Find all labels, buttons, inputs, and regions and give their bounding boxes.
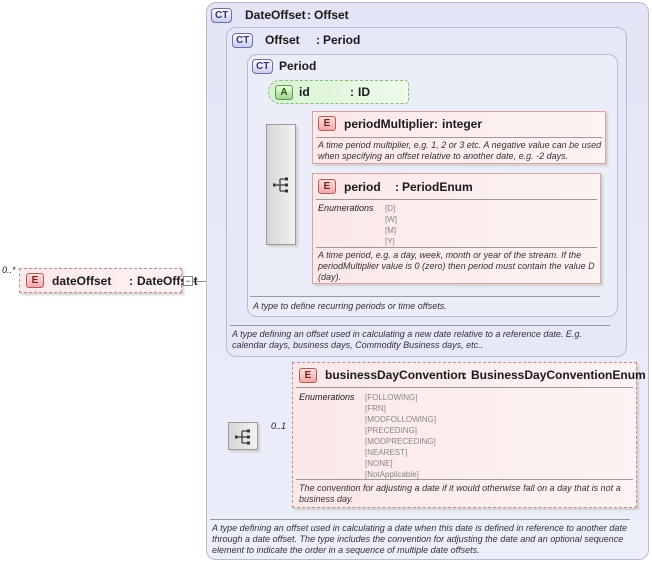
period-multiplier-name: periodMultiplier xyxy=(344,117,434,131)
offset-doc-separator xyxy=(230,325,610,326)
element-badge: E xyxy=(318,179,336,194)
dateoffset-type-name: DateOffset xyxy=(245,8,306,22)
bdc-cardinality: 0..1 xyxy=(271,421,287,431)
period-type-name: Period xyxy=(279,59,317,73)
enum-value: [FOLLOWING] xyxy=(365,393,418,402)
dateoffset-doc-separator xyxy=(210,519,630,520)
period-type: PeriodEnum xyxy=(402,180,473,194)
offset-doc: A type defining an offset used in calcul… xyxy=(232,329,582,350)
period-multiplier-separator: : xyxy=(434,117,438,131)
period-enum-list: [D] [W] [M] [Y] xyxy=(385,203,397,247)
root-element-dateoffset[interactable]: E dateOffset : DateOffset xyxy=(19,268,198,293)
ct-badge-icon: CT xyxy=(211,8,233,23)
bdc-separator: : xyxy=(463,368,467,382)
bdc-name: businessDayConvention xyxy=(325,368,466,382)
enum-value: [FRN] xyxy=(365,404,386,413)
enum-value: [M] xyxy=(385,226,397,235)
period-header-separator xyxy=(316,199,597,200)
offset-type-base: Period xyxy=(323,33,361,47)
element-badge: E xyxy=(26,273,44,288)
attribute-id-type: ID xyxy=(358,85,370,99)
element-period[interactable]: E period : PeriodEnum Enumerations [D] [… xyxy=(312,173,601,284)
period-doc-text: A time period, e.g. a day, week, month o… xyxy=(318,250,595,282)
period-name: period xyxy=(344,180,381,194)
attribute-id-separator: : xyxy=(350,85,354,99)
enum-value: [MODFOLLOWING] xyxy=(365,415,437,424)
sequence-compositor[interactable] xyxy=(266,124,296,245)
element-badge: E xyxy=(318,116,336,131)
attribute-id-name: id xyxy=(299,85,310,99)
bdc-doc: The convention for adjusting a date if i… xyxy=(299,483,621,504)
sequence-icon xyxy=(273,177,288,193)
enum-value: [Y] xyxy=(385,237,395,246)
collapse-toggle[interactable]: − xyxy=(183,276,193,286)
period-doc: A type to define recurring periods or ti… xyxy=(253,301,447,311)
period-doc-separator-line xyxy=(316,247,597,248)
element-badge: E xyxy=(299,368,317,383)
dateoffset-type-base: Offset xyxy=(314,8,349,22)
bdc-type: BusinessDayConventionEnum xyxy=(471,368,646,382)
sequence-compositor[interactable] xyxy=(228,422,258,450)
bdc-enum-list: [FOLLOWING] [FRN] [MODFOLLOWING] [PRECED… xyxy=(365,392,436,480)
sequence-icon xyxy=(235,429,250,445)
root-element-name: dateOffset xyxy=(52,274,112,288)
root-element-separator: : xyxy=(129,274,133,288)
root-cardinality: 0..* xyxy=(2,265,16,275)
enum-value: [NotApplicable] xyxy=(365,470,419,479)
offset-type-name: Offset xyxy=(265,33,300,47)
period-doc-separator xyxy=(250,296,600,297)
enum-value: [MODPRECEDING] xyxy=(365,437,436,446)
ct-badge-icon: CT xyxy=(232,33,254,48)
attribute-badge: A xyxy=(275,85,293,100)
period-multiplier-type: integer xyxy=(442,117,483,131)
bdc-enum-label: Enumerations xyxy=(299,392,355,402)
enum-value: [W] xyxy=(385,215,397,224)
element-business-day-convention[interactable]: E businessDayConvention : BusinessDayCon… xyxy=(292,362,646,508)
ct-badge-icon: CT xyxy=(252,59,274,74)
enum-value: [D] xyxy=(385,204,396,213)
period-enum-label: Enumerations xyxy=(318,203,374,213)
connector-root-to-type xyxy=(193,281,206,282)
element-period-multiplier[interactable]: E periodMultiplier : integer A time peri… xyxy=(312,111,606,164)
bdc-doc-separator xyxy=(296,479,633,480)
offset-type-separator: : xyxy=(316,33,320,47)
enum-value: [PRECEDING] xyxy=(365,426,418,435)
root-element-type: DateOffset xyxy=(137,274,198,288)
dateoffset-doc: A type defining an offset used in calcul… xyxy=(212,523,627,555)
dateoffset-type-separator: : xyxy=(307,8,311,22)
period-multiplier-separator-line xyxy=(316,137,602,138)
period-separator: : xyxy=(395,180,399,194)
attribute-id[interactable]: A id : ID xyxy=(268,80,409,104)
enum-value: [NEAREST] xyxy=(365,448,408,457)
bdc-header-separator xyxy=(296,387,633,388)
enum-value: [NONE] xyxy=(365,459,393,468)
period-multiplier-doc: A time period multiplier, e.g. 1, 2 or 3… xyxy=(318,140,602,161)
